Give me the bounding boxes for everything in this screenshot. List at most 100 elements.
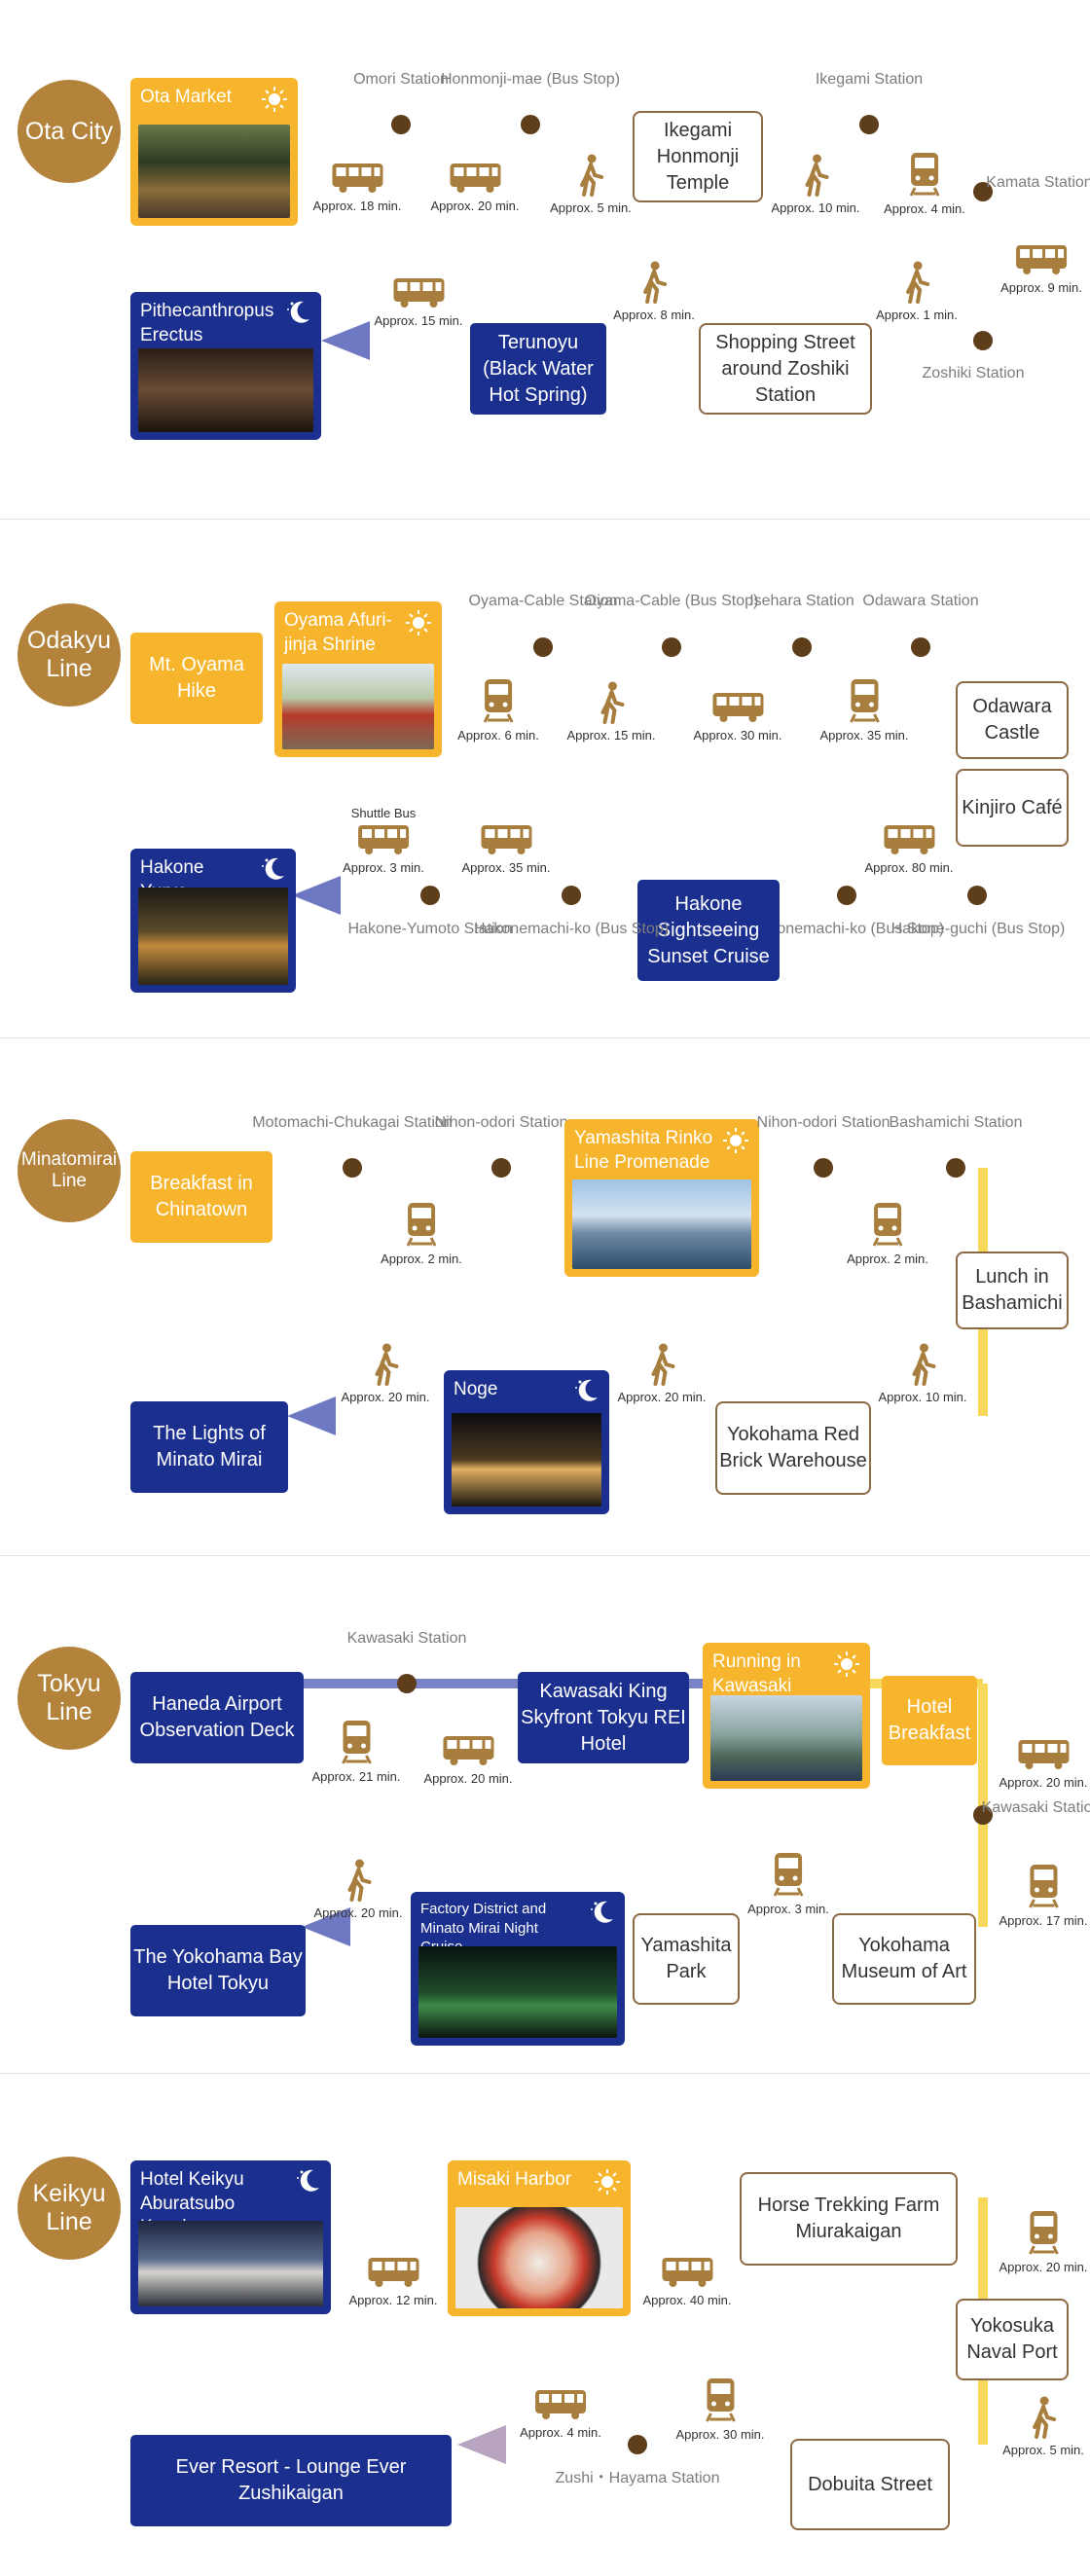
yuryo-photo: [138, 888, 288, 985]
spot-noge[interactable]: Noge: [444, 1370, 609, 1514]
walk-icon: [600, 681, 624, 724]
train-icon: [849, 679, 880, 723]
transit-train: Approx. 20 min.: [999, 2207, 1088, 2274]
spot-lunch-bashamichi[interactable]: Lunch in Bashamichi: [956, 1252, 1069, 1329]
moon-icon: [287, 301, 309, 323]
aburatsubo-photo: [138, 2221, 323, 2306]
station-dot: [343, 1158, 362, 1178]
station-dot: [521, 115, 540, 134]
spot-dobuita-street[interactable]: Dobuita Street: [790, 2439, 950, 2530]
rinko-photo: [572, 1179, 751, 1269]
spot-kinjiro-cafe[interactable]: Kinjiro Café: [956, 769, 1069, 847]
transit-train: Approx. 2 min.: [847, 1199, 928, 1266]
spot-oyama-shrine[interactable]: Oyama Afuri-jinja Shrine: [274, 601, 442, 757]
spot-museum-of-art[interactable]: Yokohama Museum of Art: [832, 1913, 976, 2005]
spot-hakone-yuryo[interactable]: Hakone Yuryo: [130, 849, 296, 993]
station-dot: [973, 331, 993, 350]
moon-icon: [262, 857, 284, 880]
sun-icon: [262, 87, 287, 112]
spot-odawara-castle[interactable]: Odawara Castle: [956, 681, 1069, 759]
bus-icon: [357, 825, 409, 854]
spot-lights-minato-mirai[interactable]: The Lights of Minato Mirai: [130, 1401, 288, 1493]
station-bashamichi: Bashamichi Station: [889, 1114, 1023, 1131]
transit-walk: Approx. 20 min.: [313, 1859, 403, 1920]
spot-pithecanthropus[interactable]: Pithecanthropus Erectus: [130, 292, 321, 440]
station-dot: [859, 115, 879, 134]
station-hakonemachi-ko-2: Hakonemachi-ko (Bus Stop): [748, 921, 945, 937]
noge-photo: [452, 1413, 601, 1506]
spot-aburatsubo[interactable]: Hotel Keikyu Aburatsubo Kanchoso: [130, 2160, 331, 2314]
spot-ever-resort[interactable]: Ever Resort - Lounge Ever Zushikaigan: [130, 2435, 452, 2526]
spot-running-kawasaki[interactable]: Running in Kawasaki: [703, 1643, 870, 1789]
station-dot: [973, 182, 993, 201]
spot-title: Pithecanthropus Erectus: [140, 301, 274, 345]
train-icon: [872, 1203, 903, 1247]
walk-icon: [642, 261, 667, 304]
walk-icon: [346, 1859, 371, 1902]
spot-king-skyfront[interactable]: Kawasaki King Skyfront Tokyu REI Hotel: [518, 1672, 689, 1763]
train-icon: [773, 1853, 804, 1897]
station-dot: [491, 1158, 511, 1178]
spot-yamashita-rinko[interactable]: Yamashita Rinko Line Promenade: [564, 1119, 759, 1277]
spot-terunoyu[interactable]: Terunoyu (Black Water Hot Spring): [470, 323, 606, 415]
transit-walk: Approx. 1 min.: [876, 261, 958, 322]
spot-red-brick[interactable]: Yokohama Red Brick Warehouse: [715, 1401, 871, 1495]
station-isehara: Isehara Station: [749, 593, 854, 609]
spot-misaki-harbor[interactable]: Misaki Harbor: [448, 2160, 631, 2316]
line-badge-keikyu: Keikyu Line: [18, 2157, 121, 2260]
station-honmonji: Honmonji-mae (Bus Stop): [440, 71, 621, 88]
shrine-photo: [282, 664, 434, 749]
factory-photo: [418, 1946, 617, 2038]
spot-hotel-breakfast[interactable]: Hotel Breakfast: [882, 1676, 977, 1765]
station-nihon-odori-2: Nihon-odori Station: [756, 1114, 890, 1131]
station-hakone-yumoto: Hakone-Yumoto Station: [347, 921, 513, 937]
line-badge-tokyu: Tokyu Line: [18, 1647, 121, 1750]
transit-bus: Approx. 20 min.: [430, 162, 520, 213]
spot-title: Running in Kawasaki: [712, 1651, 801, 1696]
moon-icon: [297, 2169, 319, 2192]
station-zoshiki: Zoshiki Station: [922, 365, 1025, 381]
spot-haneda-deck[interactable]: Haneda Airport Observation Deck: [130, 1672, 304, 1763]
spot-yamashita-park[interactable]: Yamashita Park: [633, 1913, 740, 2005]
transit-walk: Approx. 20 min.: [617, 1343, 707, 1404]
station-oyama-cable-bus: Oyama-Cable (Bus Stop): [584, 593, 759, 609]
train-icon: [705, 2378, 736, 2422]
transit-walk: Approx. 15 min.: [566, 681, 656, 743]
sun-icon: [723, 1128, 748, 1153]
spot-yokosuka-naval-port[interactable]: Yokosuka Naval Port: [956, 2299, 1069, 2380]
transit-bus: Approx. 9 min.: [1000, 243, 1082, 295]
station-dot: [973, 1805, 993, 1825]
transit-bus: Approx. 80 min.: [864, 823, 954, 875]
transit-bus: Approx. 20 min.: [423, 1734, 513, 1786]
transit-train: Approx. 30 min.: [675, 2375, 765, 2442]
walk-icon: [579, 154, 603, 197]
bus-icon: [392, 278, 444, 308]
spot-ota-market[interactable]: Ota Market: [130, 78, 298, 226]
moon-icon: [591, 1901, 613, 1923]
station-kawasaki-1: Kawasaki Station: [346, 1630, 467, 1647]
transit-train: Approx. 17 min.: [999, 1861, 1088, 1928]
station-ikegami: Ikegami Station: [815, 71, 924, 88]
walk-icon: [804, 154, 828, 197]
bus-icon: [367, 2258, 418, 2287]
spot-factory-cruise[interactable]: Factory District and Minato Mirai Night …: [411, 1892, 625, 2046]
spot-ikegami[interactable]: Ikegami Honmonji Temple: [633, 111, 763, 202]
station-dot: [911, 637, 930, 657]
bus-icon: [449, 163, 500, 193]
station-dot: [662, 637, 681, 657]
transit-walk: Approx. 5 min.: [1002, 2396, 1084, 2457]
transit-walk: Approx. 20 min.: [341, 1343, 430, 1404]
spot-title: Oyama Afuri-jinja Shrine: [284, 610, 392, 655]
spot-mt-oyama-hike[interactable]: Mt. Oyama Hike: [130, 633, 263, 724]
spot-breakfast-chinatown[interactable]: Breakfast in Chinatown: [130, 1151, 272, 1243]
spot-horse-trekking[interactable]: Horse Trekking Farm Miurakaigan: [740, 2172, 958, 2266]
spot-hakone-cruise[interactable]: Hakone Sightseeing Sunset Cruise: [637, 880, 780, 981]
transit-train: Approx. 6 min.: [457, 675, 539, 743]
section-divider: [0, 1555, 1090, 1556]
spot-shopping-street[interactable]: Shopping Street around Zoshiki Station: [699, 323, 872, 415]
bus-icon: [883, 825, 934, 854]
walk-icon: [905, 261, 929, 304]
bus-icon: [442, 1736, 493, 1765]
spot-yokohama-bay-hotel[interactable]: The Yokohama Bay Hotel Tokyu: [130, 1925, 306, 2016]
station-dot: [837, 886, 856, 905]
